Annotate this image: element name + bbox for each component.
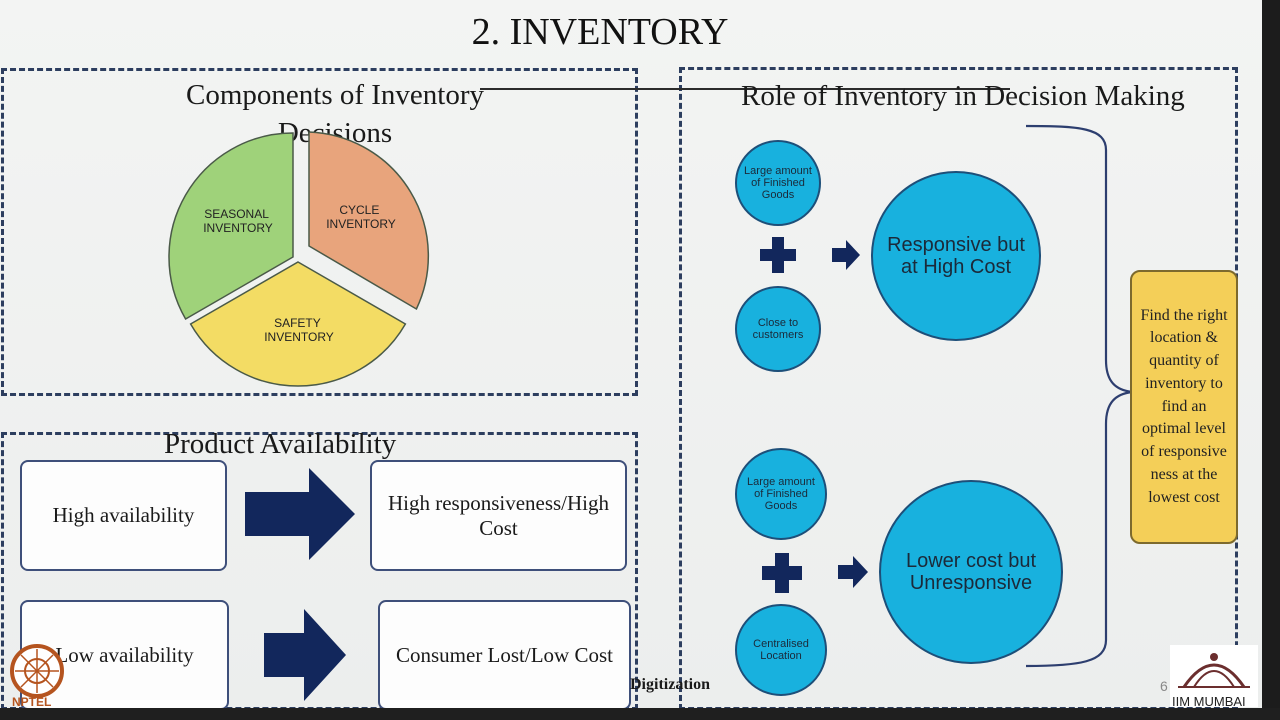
components-panel: [1, 68, 638, 396]
responsive-high-cost-circle: Responsive but at High Cost: [871, 171, 1041, 341]
nptel-logo-text: NPTEL: [12, 695, 52, 709]
finished-goods-circle-top: Large amount of Finished Goods: [735, 140, 821, 226]
arrow-right-icon: [245, 468, 355, 560]
bottom-edge-strip: [0, 708, 1280, 720]
iim-emblem-icon: [1178, 653, 1250, 688]
curly-bracket: [1025, 124, 1133, 668]
inventory-pie-chart: SEASONAL INVENTORY CYCLE INVENTORY SAFET…: [168, 131, 430, 387]
divider-line: [480, 88, 1010, 90]
plus-icon: [762, 553, 802, 593]
high-availability-box: High availability: [20, 460, 227, 571]
arrow-right-icon: [832, 240, 860, 270]
footer-digitization: Digitization: [630, 676, 710, 693]
role-heading: Role of Inventory in Decision Making: [741, 80, 1185, 112]
arrow-right-icon: [264, 609, 346, 701]
pie-slice-cycle: [308, 131, 430, 311]
slide-title: 2. INVENTORY: [471, 11, 729, 53]
lower-cost-circle: Lower cost but Unresponsive: [879, 480, 1063, 664]
pie-slice-safety: [189, 261, 407, 387]
centralised-location-circle: Centralised Location: [735, 604, 827, 696]
arrow-right-icon: [838, 556, 868, 588]
page-number: 6: [1160, 678, 1168, 694]
iim-mumbai-logo: [1170, 645, 1258, 707]
plus-icon: [760, 237, 796, 273]
pie-label-seasonal: SEASONAL INVENTORY: [203, 207, 273, 235]
consumer-lost-box: Consumer Lost/Low Cost: [378, 600, 631, 710]
high-responsiveness-box: High responsiveness/High Cost: [370, 460, 627, 571]
close-to-customers-circle: Close to customers: [735, 286, 821, 372]
pie-label-safety: SAFETY INVENTORY: [264, 316, 334, 344]
conclusion-note: Find the right location & quantity of in…: [1130, 270, 1238, 544]
right-edge-strip: [1262, 0, 1280, 720]
iim-mumbai-text: IIM MUMBAI: [1172, 694, 1246, 709]
nptel-logo-icon: [10, 644, 64, 698]
pie-slice-seasonal: [168, 132, 294, 321]
finished-goods-circle-bottom: Large amount of Finished Goods: [735, 448, 827, 540]
availability-heading: Product Availability: [164, 428, 397, 460]
pie-label-cycle: CYCLE INVENTORY: [326, 203, 396, 231]
